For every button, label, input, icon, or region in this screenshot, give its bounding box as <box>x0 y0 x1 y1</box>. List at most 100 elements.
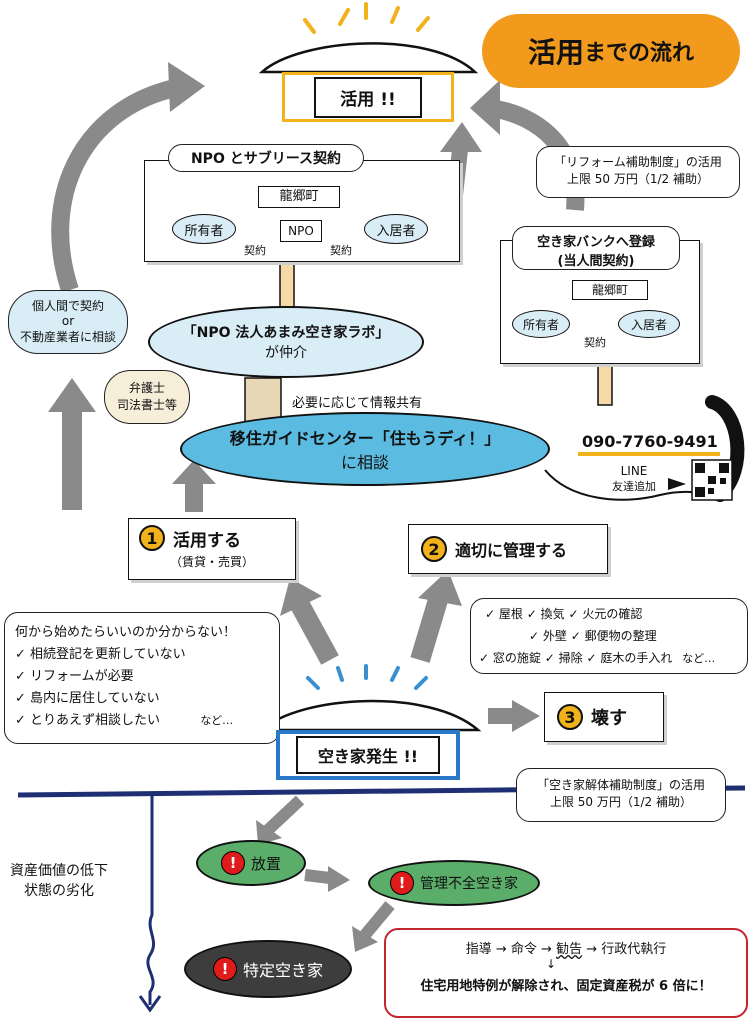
vacant-house-label: 空き家発生 !! <box>295 736 441 774</box>
warning-icon: ! <box>390 871 414 895</box>
step1-label: 活用する <box>173 530 241 551</box>
line-sub: 友達追加 <box>612 480 656 493</box>
arrow-right-head <box>470 80 500 135</box>
guide-line1: 移住ガイドセンター「住もうディ！」 <box>229 429 501 448</box>
penalty-box: 指導 → 命令 → 勧告 → 行政代執行 ↓ 住宅用地特例が解除され、固定資産税… <box>384 928 748 1018</box>
bank-title-line1: 空き家バンクへ登録 <box>537 235 655 250</box>
step3-box: 3 壊す <box>544 692 664 742</box>
worry-item: リフォームが必要 <box>30 669 134 684</box>
demolish-line1: 「空き家解体補助制度」の活用 <box>536 778 705 792</box>
check-etc: など… <box>682 652 716 665</box>
step2-box: 2 適切に管理する <box>408 524 608 574</box>
penalty-result: 住宅用地特例が解除され、固定資産税が 6 倍に！ <box>420 979 712 994</box>
check-lock: 窓の施錠 <box>492 651 541 665</box>
npo-box: NPO <box>280 220 322 242</box>
neglect-oval: ! 放置 <box>196 840 306 886</box>
npo-panel-title: NPO とサブリース契約 <box>168 144 364 172</box>
bank-owner: 所有者 <box>512 310 570 338</box>
decline-label: 資産価値の低下 状態の劣化 <box>10 860 108 900</box>
npo-resident: 入居者 <box>364 214 428 244</box>
worry-item: 島内に居住していない <box>30 691 160 706</box>
worries-bubble: 何から始めたらいいのか分からない！ ✓ 相続登記を更新していない ✓ リフォーム… <box>4 612 280 744</box>
npo-owner: 所有者 <box>172 214 236 244</box>
phone-number[interactable]: 090-7760-9491 <box>582 432 718 451</box>
step1-sub: （賃貸・売買） <box>169 555 254 569</box>
bank-contract: 契約 <box>584 336 606 349</box>
npo-contract-left: 契約 <box>244 244 266 257</box>
neglect-label: 放置 <box>250 854 281 873</box>
penalty-step: 行政代執行 <box>601 942 667 957</box>
line-label: LINE <box>620 464 648 478</box>
poor-managed-label: 管理不全空き家 <box>420 876 518 892</box>
step2-number-icon: 2 <box>421 536 447 562</box>
npo-sublease-panel <box>144 160 460 262</box>
private-line1: 個人間で契約 <box>31 299 104 313</box>
reform-bubble: 「リフォーム補助制度」の活用 上限 50 万円（1/2 補助） <box>536 146 740 198</box>
vacant-house-roof <box>258 699 482 732</box>
reform-line2: 上限 50 万円（1/2 補助） <box>566 172 710 186</box>
private-line2: or <box>61 314 75 328</box>
check-fire: 火元の確認 <box>582 607 643 621</box>
check-roof: 屋根 <box>498 607 523 621</box>
bank-panel-title: 空き家バンクへ登録 (当人間契約) <box>512 226 680 270</box>
step3-label: 壊す <box>591 708 627 729</box>
top-rays <box>303 2 430 34</box>
lawyer-line2: 司法書士等 <box>116 398 177 412</box>
vacant-rays <box>306 664 428 690</box>
vacant-house: 空き家発生 !! <box>276 730 460 780</box>
check-mail: 郵便物の整理 <box>584 629 657 643</box>
bank-title-line2: (当人間契約) <box>557 254 635 269</box>
step3-number-icon: 3 <box>557 704 583 730</box>
worry-item: 相続登記を更新していない <box>30 647 186 662</box>
title-main: 活用 <box>527 36 584 69</box>
demolish-bubble: 「空き家解体補助制度」の活用 上限 50 万円（1/2 補助） <box>516 768 726 822</box>
penalty-step: 命令 <box>510 942 537 957</box>
line-add[interactable]: LINE 友達追加 <box>612 464 656 494</box>
specific-oval: ! 特定空き家 <box>184 940 352 998</box>
penalty-step: 指導 <box>465 942 492 957</box>
info-share-label: 必要に応じて情報共有 <box>292 396 423 411</box>
npo-contract-right: 契約 <box>330 244 352 257</box>
step1-number-icon: 1 <box>139 525 165 551</box>
worries-title: 何から始めたらいいのか分からない！ <box>15 625 237 640</box>
warning-icon: ! <box>220 851 245 875</box>
decline-line2: 状態の劣化 <box>24 883 94 899</box>
guide-line2: に相談 <box>340 453 389 472</box>
step1-box: 1 活用する （賃貸・売買） <box>128 518 296 580</box>
private-line3: 不動産業者に相談 <box>19 330 116 344</box>
top-house-roof <box>258 42 479 74</box>
top-house: 活用 !! <box>282 72 454 122</box>
top-house-label: 活用 !! <box>314 76 422 118</box>
check-garden: 庭木の手入れ <box>600 651 673 665</box>
npo-lab-line1: 「NPO 法人あまみ空き家ラボ」 <box>182 325 390 341</box>
npo-town: 龍郷町 <box>258 186 340 208</box>
specific-label: 特定空き家 <box>242 961 323 980</box>
worry-item: とりあえず相談したい <box>30 713 161 728</box>
manage-checks-bubble: ✓ 屋根 ✓ 換気 ✓ 火元の確認 ✓ 外壁 ✓ 郵便物の整理 ✓ 窓の施錠 ✓… <box>470 598 748 674</box>
check-wall: 外壁 <box>542 629 567 643</box>
bank-resident: 入居者 <box>618 310 680 338</box>
decline-arrow <box>146 796 156 1005</box>
penalty-step: 勧告 <box>556 942 583 957</box>
lawyer-line1: 弁護士 <box>128 381 165 395</box>
step2-label: 適切に管理する <box>455 541 568 560</box>
arrow-left-head <box>168 62 205 112</box>
bank-town: 龍郷町 <box>572 280 648 300</box>
arrow-left-curve <box>51 79 178 293</box>
title-sub: までの流れ <box>584 41 695 66</box>
reform-line1: 「リフォーム補助制度」の活用 <box>554 155 722 169</box>
decline-line1: 資産価値の低下 <box>10 863 108 879</box>
demolish-line2: 上限 50 万円（1/2 補助） <box>549 795 693 809</box>
warning-icon: ! <box>212 957 237 981</box>
page-title: 活用 までの流れ <box>482 14 740 88</box>
check-clean: 掃除 <box>558 651 583 665</box>
poor-managed-oval: ! 管理不全空き家 <box>368 860 540 906</box>
lawyer-bubble: 弁護士 司法書士等 <box>104 370 190 424</box>
check-vent: 換気 <box>540 607 565 621</box>
npo-lab-oval: 「NPO 法人あまみ空き家ラボ」 が仲介 <box>148 306 424 378</box>
worries-etc: など… <box>200 714 234 727</box>
private-contract-bubble: 個人間で契約 or 不動産業者に相談 <box>8 290 128 354</box>
guide-center-oval[interactable]: 移住ガイドセンター「住もうディ！」 に相談 <box>180 412 550 486</box>
npo-lab-line2: が仲介 <box>265 345 307 361</box>
